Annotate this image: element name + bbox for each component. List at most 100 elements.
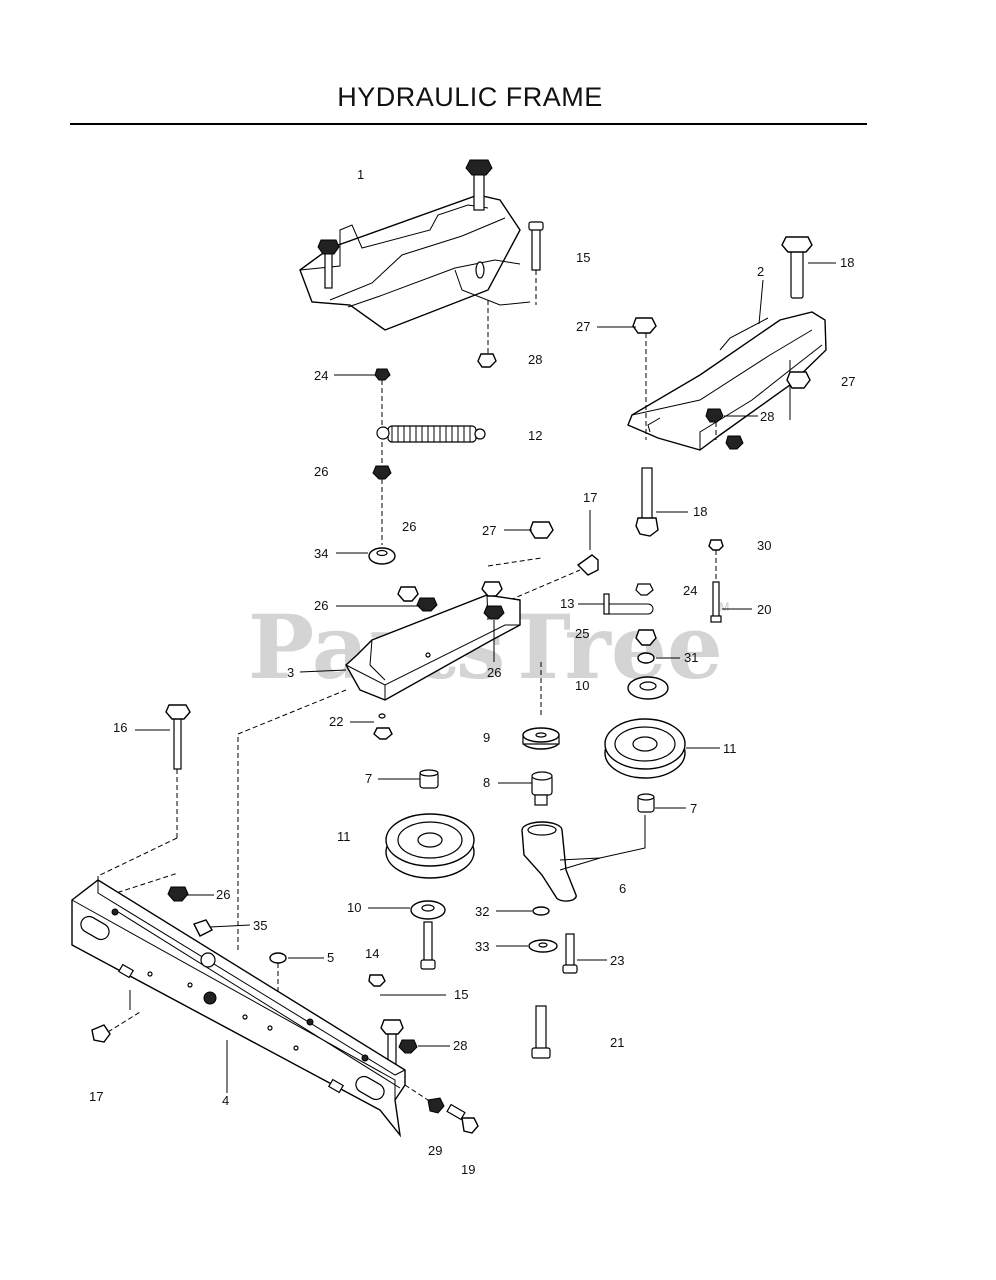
callout-17-mid: 17 bbox=[583, 490, 597, 505]
callout-30: 30 bbox=[757, 538, 771, 553]
callout-15-lower: 15 bbox=[454, 987, 468, 1002]
callout-17-lower: 17 bbox=[89, 1089, 103, 1104]
callout-32: 32 bbox=[475, 904, 489, 919]
part-34-washer bbox=[368, 547, 396, 565]
callout-2: 2 bbox=[757, 264, 764, 279]
part-1-bracket bbox=[299, 159, 531, 355]
page-title: HYDRAULIC FRAME bbox=[337, 82, 603, 112]
part-15-bolt bbox=[528, 221, 544, 305]
part-18-bolt-upper bbox=[781, 236, 813, 299]
part-11-pulley-right bbox=[604, 718, 686, 779]
part-33-washer bbox=[528, 939, 558, 953]
callout-11-left: 11 bbox=[337, 829, 351, 844]
callout-13: 13 bbox=[560, 596, 574, 611]
callout-20: 20 bbox=[757, 602, 771, 617]
part-26-nut-lower bbox=[167, 886, 189, 902]
part-29-nut bbox=[427, 1097, 445, 1114]
part-8-spacer bbox=[531, 771, 553, 806]
part-20-pin bbox=[710, 581, 722, 623]
callout-26-left: 26 bbox=[314, 598, 328, 613]
guide-line-mid bbox=[237, 689, 347, 950]
part-23-bolt bbox=[562, 933, 578, 974]
title-rule bbox=[70, 123, 867, 125]
part-28-nut bbox=[477, 353, 497, 368]
part-2-bracket bbox=[627, 311, 827, 451]
callout-22: 22 bbox=[329, 714, 343, 729]
part-10-bearing-left bbox=[410, 900, 446, 920]
callout-26-upper: 26 bbox=[314, 464, 328, 479]
callout-28-upper: 28 bbox=[528, 352, 542, 367]
callout-5: 5 bbox=[327, 950, 334, 965]
part-6-idler-arm bbox=[521, 815, 646, 902]
callout-7-right: 7 bbox=[690, 801, 697, 816]
callout-16: 16 bbox=[113, 720, 127, 735]
part-27-nut-upper bbox=[632, 317, 657, 440]
part-28-nut-lower bbox=[398, 1039, 418, 1054]
part-32-washer bbox=[532, 906, 550, 916]
callout-26-mid: 26 bbox=[402, 519, 416, 534]
callout-27-upper: 27 bbox=[576, 319, 590, 334]
callout-34: 34 bbox=[314, 546, 328, 561]
callout-18-upper: 18 bbox=[840, 255, 854, 270]
part-26-nuts-bracket bbox=[371, 581, 505, 620]
callout-10-left: 10 bbox=[347, 900, 361, 915]
part-10-bearing-right bbox=[627, 676, 669, 700]
callout-18-lower: 18 bbox=[693, 504, 707, 519]
part-7-bushing-left bbox=[419, 769, 439, 789]
guide-line-left bbox=[97, 837, 178, 877]
part-26-nut bbox=[372, 465, 392, 545]
callout-26-lower: 26 bbox=[216, 887, 230, 902]
callout-33: 33 bbox=[475, 939, 489, 954]
callout-23: 23 bbox=[610, 953, 624, 968]
leader-lines bbox=[129, 262, 836, 1093]
callout-1: 1 bbox=[357, 167, 364, 182]
callout-15-upper: 15 bbox=[576, 250, 590, 265]
callout-6: 6 bbox=[619, 881, 626, 896]
part-24-nut-right bbox=[635, 583, 654, 596]
callout-31: 31 bbox=[684, 650, 698, 665]
callout-9: 9 bbox=[483, 730, 490, 745]
callout-28-right: 28 bbox=[760, 409, 774, 424]
part-12-spring bbox=[376, 425, 486, 466]
part-21-bolt bbox=[531, 1005, 551, 1059]
callout-11-right: 11 bbox=[723, 741, 737, 756]
part-11-pulley-left bbox=[385, 813, 475, 879]
callout-35: 35 bbox=[253, 918, 267, 933]
part-3-bracket bbox=[345, 594, 521, 701]
part-22-nut bbox=[373, 713, 393, 740]
part-9-bushing bbox=[522, 727, 560, 750]
callout-24-upper: 24 bbox=[314, 368, 328, 383]
callout-25: 25 bbox=[575, 626, 589, 641]
callout-21: 21 bbox=[610, 1035, 624, 1050]
part-28-nut-right bbox=[705, 408, 744, 450]
part-17-bolt-lower bbox=[91, 1011, 141, 1043]
part-16-bolt bbox=[165, 704, 191, 838]
part-30-washer bbox=[708, 539, 724, 580]
guide-line-lower bbox=[109, 872, 179, 896]
part-19-bolt bbox=[404, 1084, 479, 1134]
part-31-washer bbox=[637, 652, 655, 664]
part-27-nut-right bbox=[786, 371, 811, 389]
callout-7-left: 7 bbox=[365, 771, 372, 786]
part-35-clip bbox=[193, 919, 213, 937]
part-25-nut bbox=[635, 629, 657, 646]
part-24-nut bbox=[374, 368, 391, 425]
part-18-bolt-lower bbox=[635, 467, 659, 537]
callout-26-bracket: 26 bbox=[487, 665, 501, 680]
part-17-bolt-mid bbox=[509, 554, 599, 601]
part-14-bolt bbox=[420, 921, 436, 970]
part-27-nut-mid bbox=[487, 521, 554, 567]
callout-labels: 1 15 28 18 2 27 27 28 24 12 26 26 17 27 … bbox=[89, 167, 855, 1177]
callout-27-mid: 27 bbox=[482, 523, 496, 538]
callout-12: 12 bbox=[528, 428, 542, 443]
callout-10-right: 10 bbox=[575, 678, 589, 693]
callout-3: 3 bbox=[287, 665, 294, 680]
callout-27-right: 27 bbox=[841, 374, 855, 389]
callout-14: 14 bbox=[365, 946, 379, 961]
part-7-bushing-right bbox=[637, 793, 655, 813]
callout-29: 29 bbox=[428, 1143, 442, 1158]
callout-4: 4 bbox=[222, 1093, 229, 1108]
callout-28-lower: 28 bbox=[453, 1038, 467, 1053]
callout-24-right: 24 bbox=[683, 583, 697, 598]
